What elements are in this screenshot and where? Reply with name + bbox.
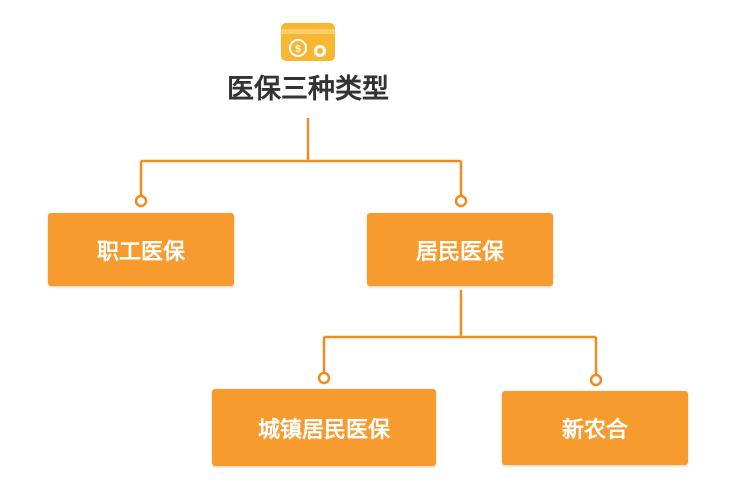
- node-urban-resident-insurance: 城镇居民医保: [212, 389, 436, 466]
- node-label: 居民医保: [415, 239, 504, 265]
- node-employee-insurance: 职工医保: [48, 213, 234, 286]
- node-resident-insurance: 居民医保: [367, 213, 553, 286]
- insurance-card-icon: $: [281, 23, 335, 61]
- node-label: 城镇居民医保: [257, 417, 390, 443]
- node-rural-cooperative-insurance: 新农合: [502, 391, 688, 465]
- svg-text:$: $: [295, 44, 301, 55]
- node-label: 职工医保: [96, 239, 185, 265]
- node-label: 新农合: [561, 418, 628, 443]
- diagram-root-title: 医保三种类型: [227, 74, 389, 105]
